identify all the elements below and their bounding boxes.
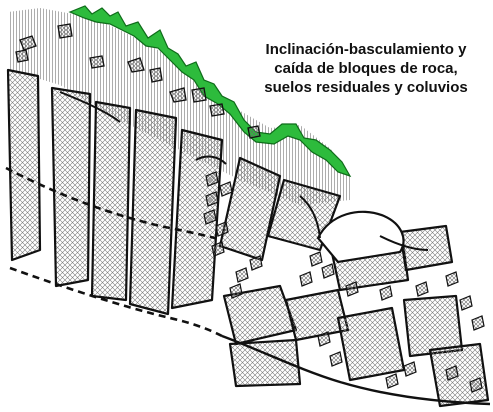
rock-column-2: [52, 88, 90, 286]
caption-line-3: suelos residuales y coluvios: [246, 78, 486, 97]
rock-column-3: [92, 102, 130, 300]
fallen-block-4: [286, 290, 348, 340]
caption-line-2: caída de bloques de roca,: [246, 59, 486, 78]
fallen-block-7: [430, 344, 488, 406]
fallen-block-5: [338, 308, 404, 380]
caption-line-1: Inclinación-basculamiento y: [246, 40, 486, 59]
rock-column-1: [8, 70, 40, 260]
diagram-caption: Inclinación-basculamiento y caída de blo…: [246, 40, 486, 97]
rock-column-4: [130, 110, 176, 314]
